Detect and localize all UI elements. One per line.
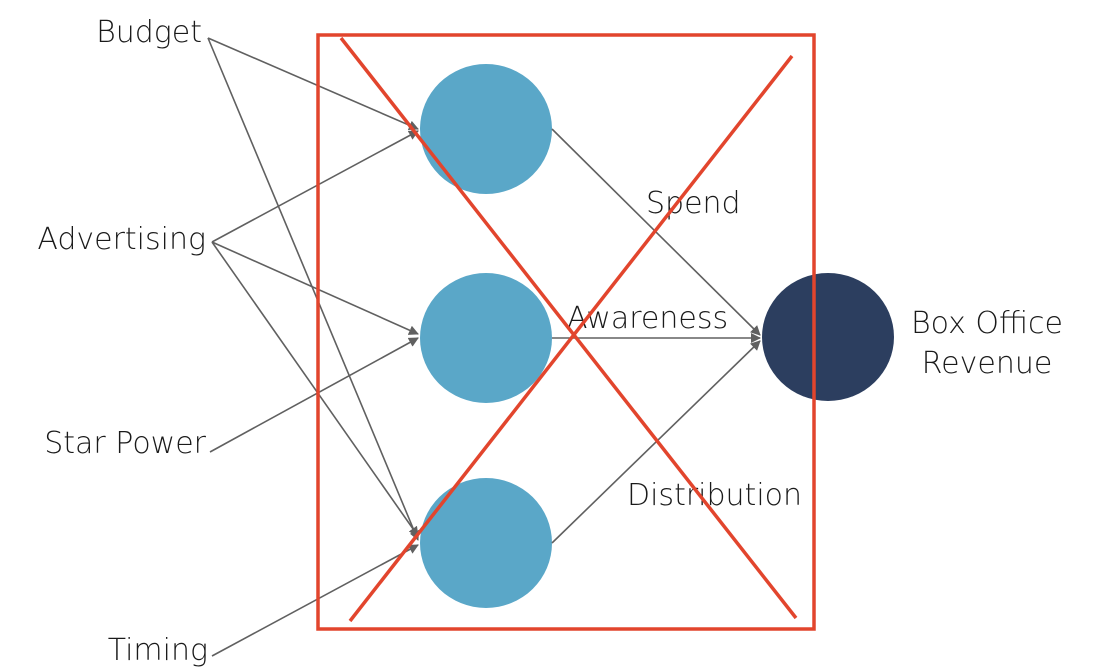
edge-advertising-to-bottom [211, 241, 419, 537]
edge-budget-to-bottom [207, 37, 420, 541]
edge-advertising-to-top [211, 130, 419, 243]
output-node [762, 273, 894, 401]
label-distribution: Distribution [627, 478, 802, 513]
label-awareness: Awareness [567, 301, 728, 336]
edge-timing-to-bottom [211, 544, 419, 657]
input-label-budget: Budget [96, 15, 202, 50]
cross-out-diagonal-2 [348, 54, 794, 623]
cross-out-diagonal-1 [339, 36, 798, 620]
edge-advertising-to-middle [211, 241, 419, 335]
input-label-star-power: Star Power [44, 426, 206, 461]
hidden-node-bottom [420, 478, 552, 608]
hidden-node-top [420, 64, 552, 194]
input-label-advertising: Advertising [37, 222, 206, 257]
cross-out-box [316, 33, 816, 631]
input-edges [207, 37, 420, 657]
edge-starpower-to-middle [209, 337, 419, 453]
input-label-timing: Timing [108, 633, 208, 668]
edge-budget-to-top [207, 37, 419, 131]
output-label-line1: Box Office [911, 306, 1063, 341]
output-label-line2: Revenue [922, 346, 1053, 381]
hidden-node-middle [420, 273, 552, 403]
label-spend: Spend [646, 186, 741, 221]
